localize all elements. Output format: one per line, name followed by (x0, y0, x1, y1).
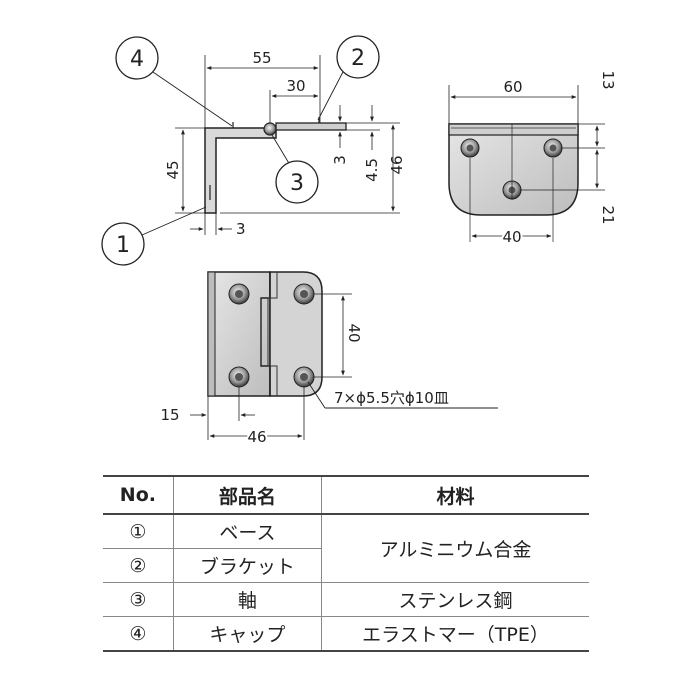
top-view: 60 13 21 40 (448, 70, 617, 248)
dim-4-5: 4.5 (363, 158, 381, 182)
callouts: 4 2 3 1 (101, 35, 380, 266)
side-view: 55 30 45 3 4.5 46 3 (164, 49, 406, 238)
dim-46-side: 46 (388, 155, 406, 174)
dim-40-top: 40 (502, 228, 521, 246)
row-no: ① (103, 514, 174, 549)
parts-table: No. 部品名 材料 ① ベース アルミニウム合金 ② ブラケット ③ 軸 ステ… (103, 475, 589, 652)
dim-3-thickness: 3 (236, 220, 246, 238)
dim-60: 60 (503, 78, 522, 96)
technical-drawing: 55 30 45 3 4.5 46 3 4 (101, 35, 617, 448)
callout-2-label: 2 (351, 46, 365, 71)
row-part: ブラケット (172, 548, 323, 583)
dim-30: 30 (286, 77, 305, 95)
dim-40-front: 40 (345, 323, 363, 342)
callout-3 (275, 160, 319, 204)
bracket-profile (275, 122, 347, 131)
row-no: ④ (103, 616, 174, 652)
header-part-name: 部品名 (172, 475, 323, 515)
row-part: キャップ (172, 616, 323, 652)
dim-13: 13 (599, 70, 617, 89)
dim-46-front: 46 (247, 428, 266, 446)
row-material: アルミニウム合金 (321, 514, 589, 583)
row-material: ステンレス鋼 (321, 582, 589, 617)
dim-15: 15 (160, 406, 179, 424)
callout-2 (336, 35, 380, 79)
row-part: ベース (172, 514, 323, 549)
row-no: ② (103, 548, 174, 583)
callout-4-label: 4 (130, 47, 144, 72)
table-row: ① ベース アルミニウム合金 (103, 514, 589, 583)
header-material: 材料 (321, 475, 589, 515)
dim-55: 55 (252, 49, 271, 67)
header-no: No. (103, 475, 174, 515)
row-part: 軸 (172, 582, 323, 617)
hole-note: 7×ϕ5.5穴ϕ10皿 (334, 389, 449, 407)
dim-21: 21 (599, 205, 617, 224)
table-row: ③ 軸 ステンレス鋼 (103, 582, 589, 617)
callout-1 (101, 222, 145, 266)
dim-45: 45 (164, 160, 182, 179)
row-material: エラストマー（TPE） (321, 616, 589, 652)
callout-3-label: 3 (290, 171, 304, 196)
table-row: ④ キャップ エラストマー（TPE） (103, 616, 589, 652)
callout-4 (115, 36, 159, 80)
pin-circle (263, 122, 277, 136)
callout-1-label: 1 (116, 233, 130, 258)
top-bracket-strip (448, 123, 579, 136)
row-no: ③ (103, 582, 174, 617)
top-plate (448, 123, 579, 216)
dim-3-bracket: 3 (331, 155, 349, 165)
base-profile (204, 127, 277, 214)
table-row: ② ブラケット (103, 548, 589, 583)
table-header-row: No. 部品名 材料 (103, 475, 589, 515)
parts-table-wrap: No. 部品名 材料 ① ベース アルミニウム合金 ② ブラケット ③ 軸 ステ… (103, 475, 589, 652)
front-view: 40 7×ϕ5.5穴ϕ10皿 15 46 (160, 271, 498, 448)
